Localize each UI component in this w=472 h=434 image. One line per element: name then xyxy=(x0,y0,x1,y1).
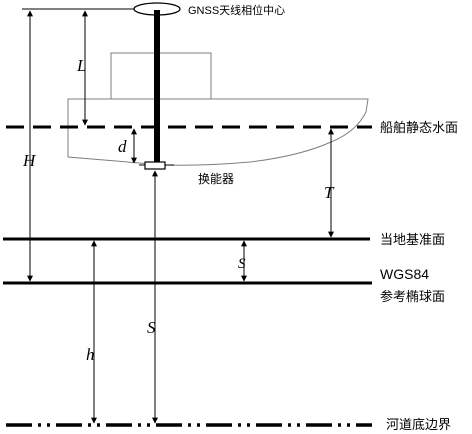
label-static-waterline: 船舶静态水面 xyxy=(380,120,458,135)
symbol-S: S xyxy=(147,318,156,337)
symbol-L: L xyxy=(76,56,86,75)
antenna-mast xyxy=(154,10,160,168)
ship-cabin xyxy=(110,52,212,100)
transducer-icon xyxy=(144,161,166,170)
ship-hull xyxy=(67,98,369,166)
symbol-H: H xyxy=(22,151,37,170)
label-riverbed: 河道底边界 xyxy=(386,417,451,432)
label-local-datum: 当地基准面 xyxy=(380,232,445,247)
label-ellipsoid: 参考椭球面 xyxy=(380,289,445,304)
symbol-d: d xyxy=(118,137,127,156)
label-transducer: 换能器 xyxy=(198,172,234,186)
label-wgs84: WGS84 xyxy=(380,266,429,282)
symbol-h: h xyxy=(86,345,95,364)
symbol-T: T xyxy=(324,183,335,202)
label-gnss-phase-center: GNSS天线相位中心 xyxy=(188,3,285,17)
symbol-S-small: S xyxy=(238,256,246,272)
